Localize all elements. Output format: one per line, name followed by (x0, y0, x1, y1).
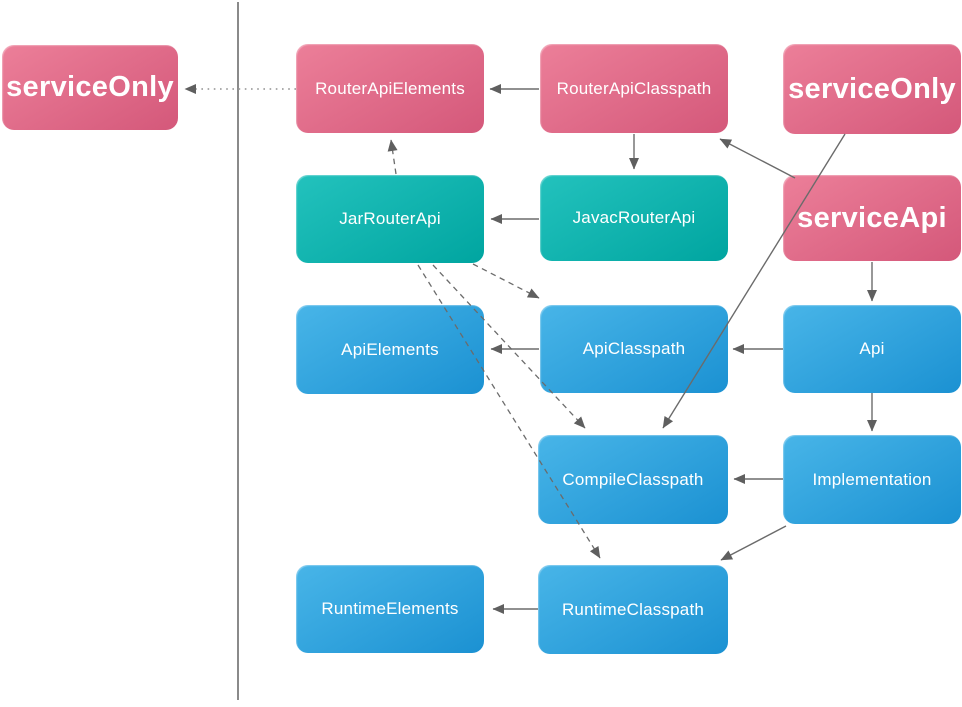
node-label: RouterApiElements (315, 78, 465, 98)
node-router-api-classpath: RouterApiClasspath (540, 44, 728, 133)
node-label: Api (859, 339, 885, 358)
node-label: serviceApi (797, 201, 947, 234)
node-label: CompileClasspath (562, 469, 704, 489)
edge-jar-router-api-to-api-classpath (472, 263, 540, 299)
node-label: RuntimeElements (321, 599, 459, 618)
node-label: RuntimeClasspath (561, 599, 705, 619)
node-runtime-classpath: RuntimeClasspath (538, 565, 728, 654)
node-api: Api (783, 305, 961, 393)
node-label: ApiClasspath (582, 339, 686, 358)
node-label: RouterApiClasspath (556, 78, 712, 98)
node-api-elements: ApiElements (296, 305, 484, 394)
node-service-only-left: serviceOnly (2, 45, 178, 130)
node-label: Implementation (812, 469, 932, 489)
node-implementation: Implementation (783, 435, 961, 524)
edge-service-api-to-router-api-classpath (719, 138, 796, 179)
node-label: serviceOnly (6, 71, 174, 103)
node-javac-router-api: JavacRouterApi (540, 175, 728, 261)
node-label: serviceOnly (788, 72, 956, 105)
edge-implementation-to-runtime-classpath (720, 525, 787, 561)
node-compile-classpath: CompileClasspath (538, 435, 728, 524)
node-label: ApiElements (341, 339, 439, 359)
node-service-api: serviceApi (783, 175, 961, 261)
node-api-classpath: ApiClasspath (540, 305, 728, 393)
divider-line (237, 2, 239, 700)
node-service-only-right: serviceOnly (783, 44, 961, 134)
node-router-api-elements: RouterApiElements (296, 44, 484, 133)
node-runtime-elements: RuntimeElements (296, 565, 484, 653)
edge-jar-router-api-to-router-api-elements (387, 139, 398, 175)
node-label: JarRouterApi (339, 209, 441, 228)
node-jar-router-api: JarRouterApi (296, 175, 484, 263)
node-label: JavacRouterApi (572, 208, 696, 227)
